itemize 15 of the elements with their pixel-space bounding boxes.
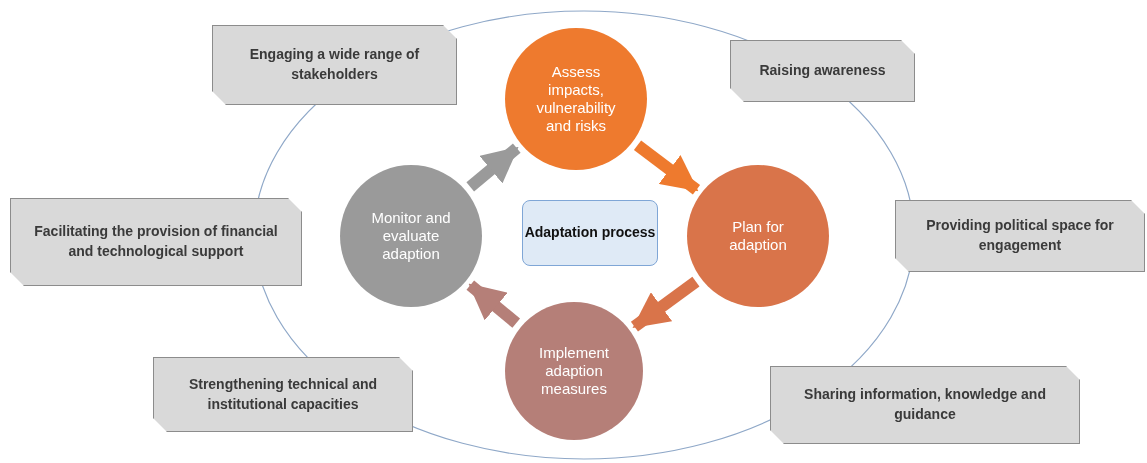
activity-box: Strengthening technical and institutional capacities (153, 357, 413, 432)
activity-box: Sharing information, knowledge and guidance (770, 366, 1080, 444)
step-circle: Monitor and evaluate adaption (340, 165, 482, 307)
step-circle: Implement adaption measures (505, 302, 643, 440)
step-circle: Assess impacts, vulnerability and risks (505, 28, 647, 170)
arrow (630, 276, 700, 332)
arrow (633, 140, 701, 195)
arrow (466, 143, 521, 192)
arrow (466, 280, 521, 328)
center-box: Adaptation process (522, 200, 658, 266)
activity-box: Engaging a wide range of stakeholders (212, 25, 457, 105)
activity-box: Raising awareness (730, 40, 915, 102)
activity-box: Providing political space for engagement (895, 200, 1145, 272)
activity-box: Facilitating the provision of financial and technological support (10, 198, 302, 286)
step-circle: Plan for adaption (687, 165, 829, 307)
